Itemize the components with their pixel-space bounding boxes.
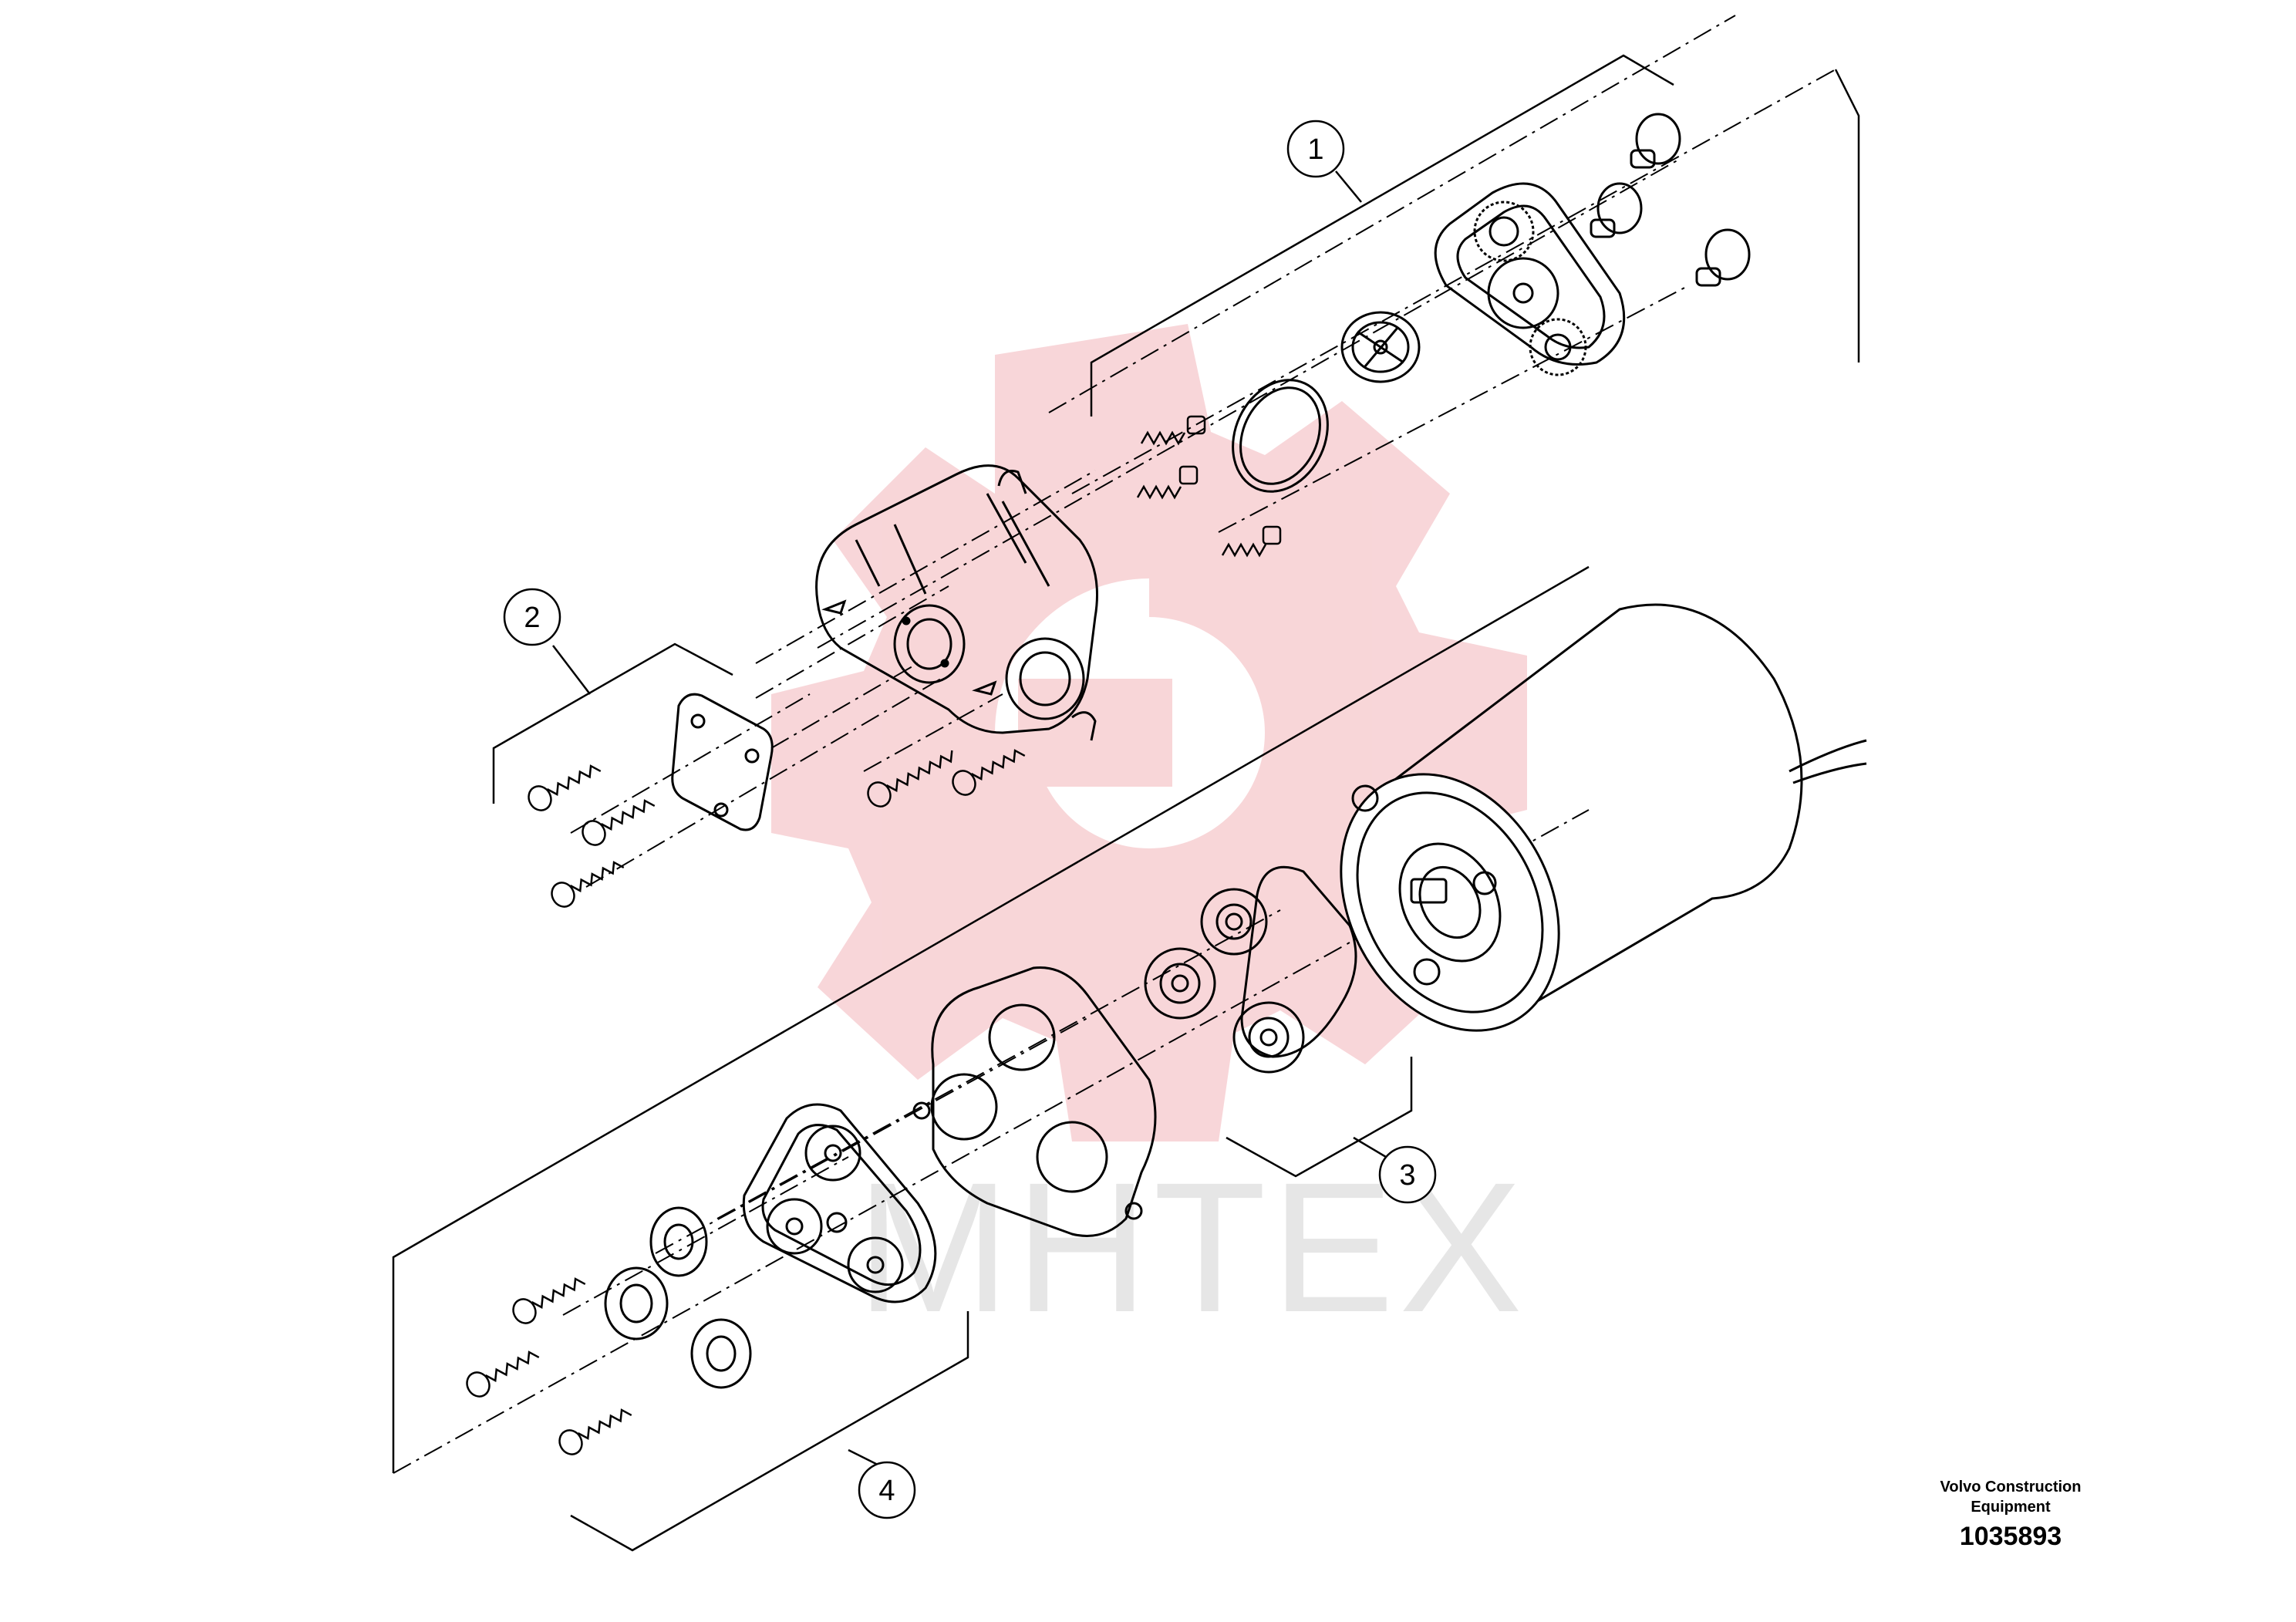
part-group-1-end-plate [1136,113,1751,558]
callout-1: 1 [1286,120,1345,178]
bracket-lines [392,54,1860,1552]
callout-2: 2 [503,588,561,646]
part-group-3-rotor [1144,865,1357,1074]
cam-housing [912,966,1157,1237]
callout-1-circle [1286,120,1345,178]
callout-3-label: 3 [1399,1159,1415,1192]
callout-3: 3 [1378,1145,1437,1204]
watermark-gear [771,324,1527,1141]
part-group-4-diaphragm [604,1103,937,1389]
springs [1136,415,1282,558]
callout-4-label: 4 [878,1475,895,1507]
callout-1-label: 1 [1307,133,1323,166]
screws [466,749,1026,1455]
callout-4: 4 [858,1461,916,1519]
callout-4-circle [858,1461,916,1519]
drawing-footer: Volvo Construction Equipment 1035893 [1910,1477,2111,1552]
company-name-line1: Volvo Construction [1940,1479,2082,1496]
motor [1340,603,1867,1032]
part-group-2-cover [671,693,774,831]
callout-2-label: 2 [524,602,540,634]
drawing-number: 1035893 [1959,1522,2062,1551]
company-name-line2: Equipment [1971,1499,2051,1516]
callout-2-circle [503,588,561,646]
pump-housing [815,464,1098,741]
callout-3-circle [1378,1145,1437,1204]
